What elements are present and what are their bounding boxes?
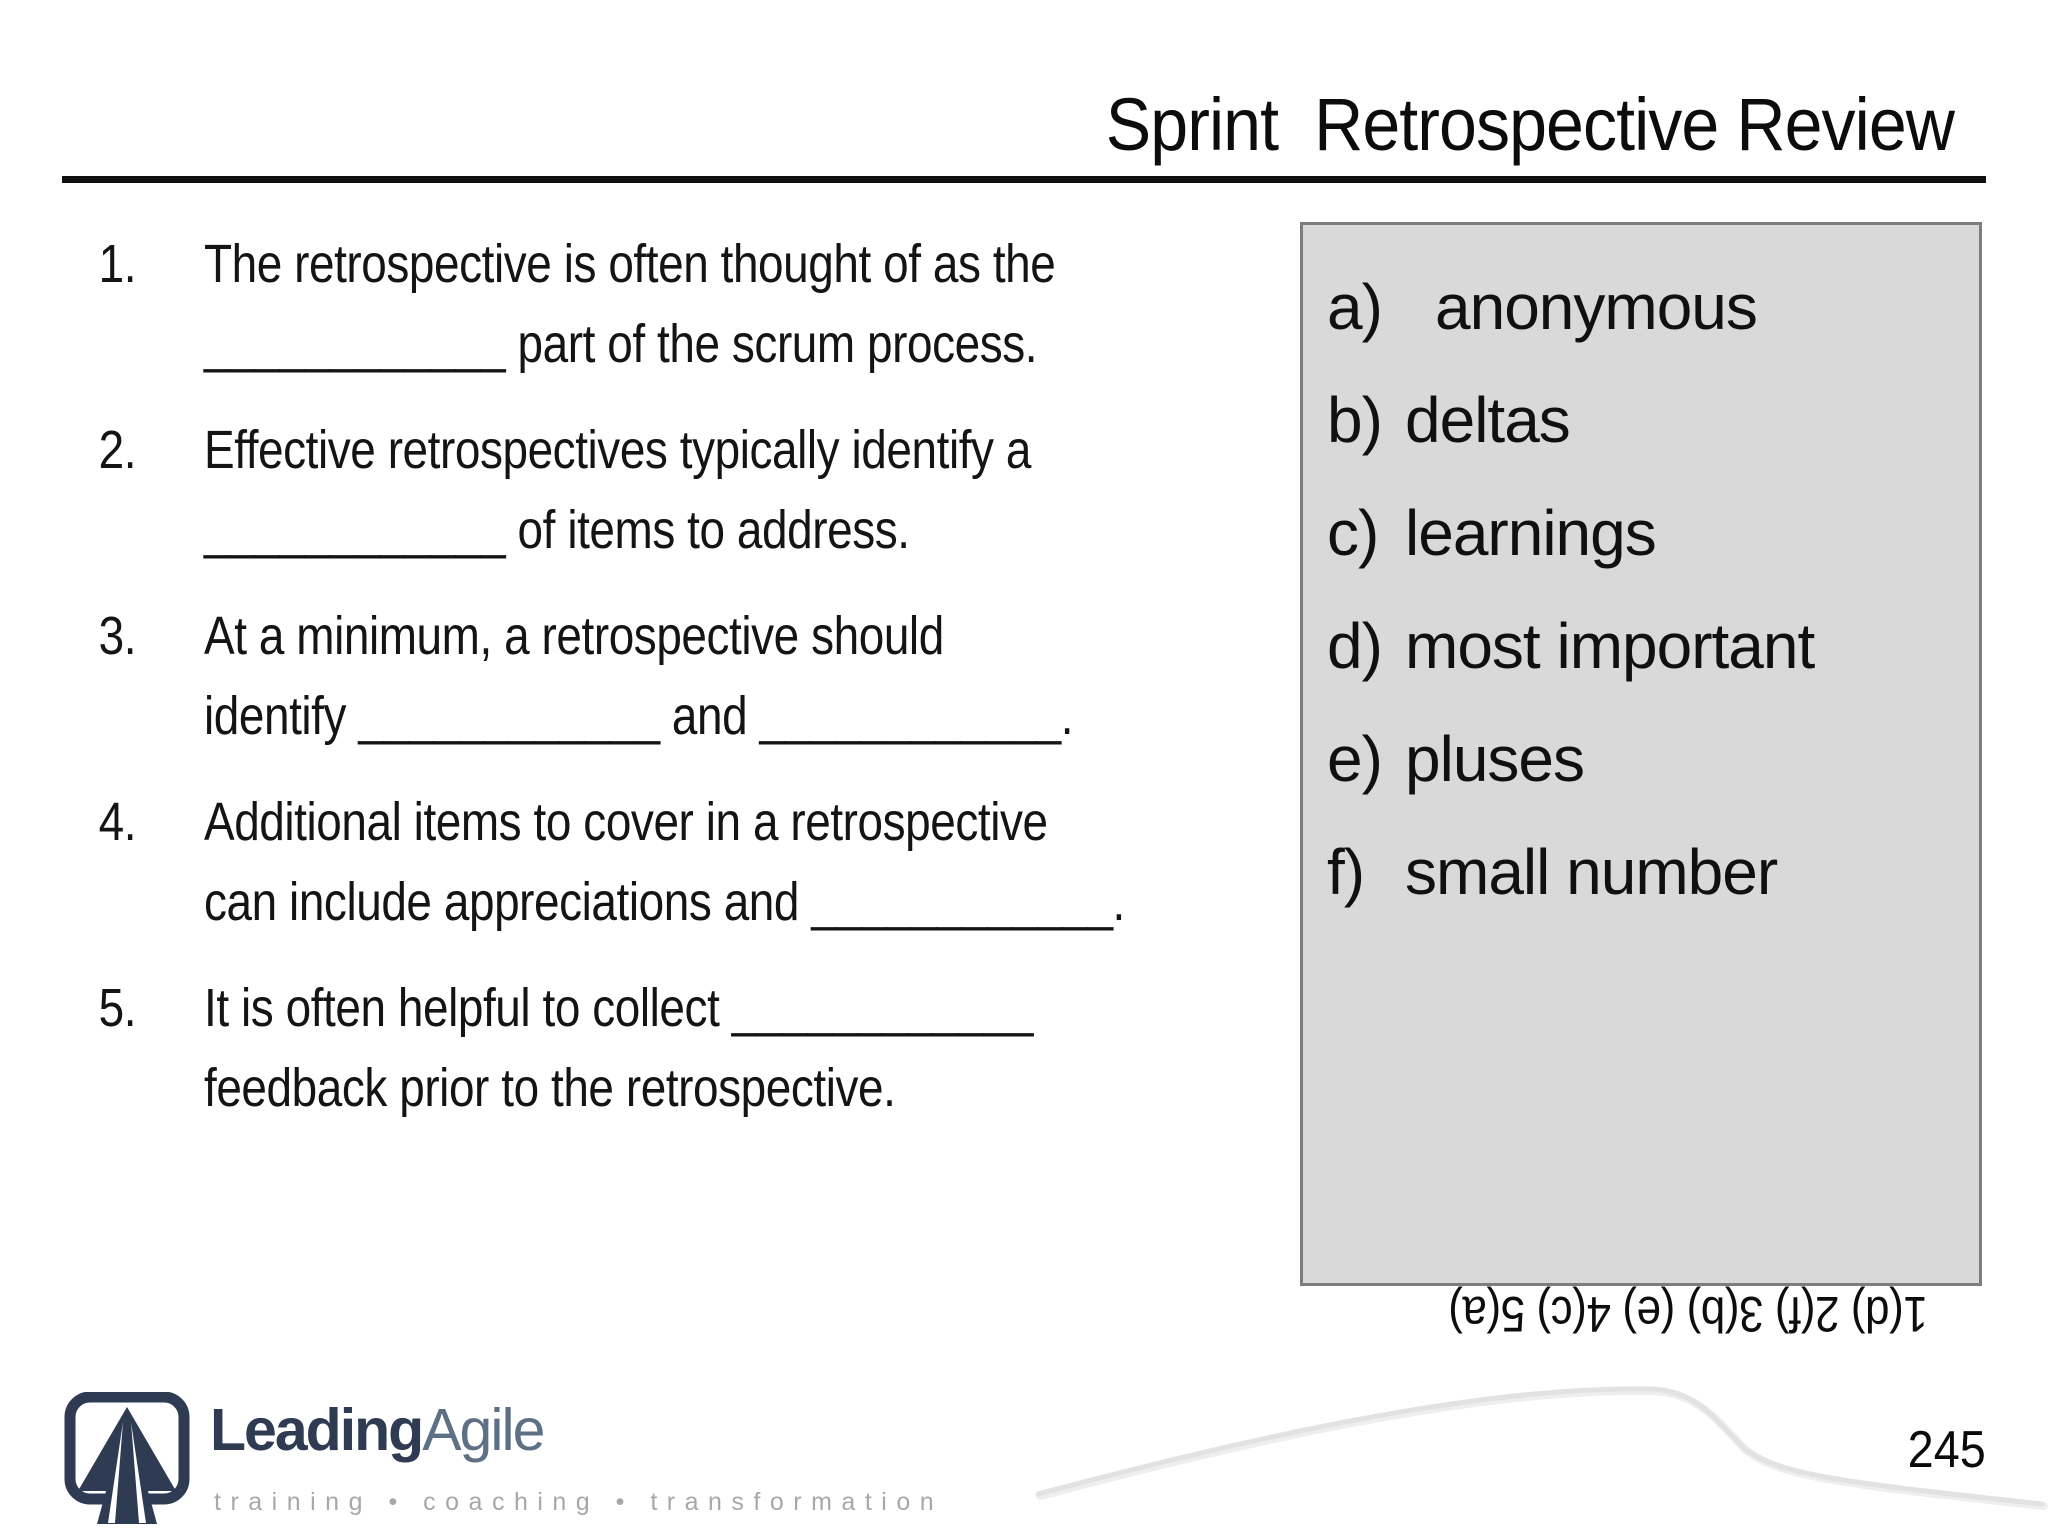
- option-a: a) anonymous: [1327, 251, 1969, 364]
- option-label: a): [1327, 271, 1383, 343]
- question-item-4: 4. Additional items to cover in a retros…: [85, 782, 1241, 942]
- option-b: b) deltas: [1327, 364, 1969, 477]
- question-text: At a minimum, a retrospective should ide…: [204, 606, 1074, 746]
- question-number: 4.: [98, 792, 137, 852]
- option-d: d) most important: [1327, 590, 1969, 703]
- brand-name-agile: Agile: [422, 1397, 545, 1463]
- question-number: 3.: [98, 606, 137, 666]
- option-e: e) pluses: [1327, 703, 1969, 816]
- leadingagile-logo-icon: [64, 1392, 190, 1524]
- question-item-3: 3. At a minimum, a retrospective should …: [85, 596, 1241, 756]
- option-text: deltas: [1405, 384, 1571, 456]
- slide-title: Sprint Retrospective Review: [1105, 83, 1955, 166]
- option-text: small number: [1405, 836, 1778, 908]
- question-text: The retrospective is often thought of as…: [204, 234, 1056, 374]
- option-text: anonymous: [1435, 271, 1758, 343]
- question-number: 2.: [98, 420, 137, 480]
- option-label: d): [1327, 610, 1383, 682]
- option-label: c): [1327, 497, 1379, 569]
- option-text: learnings: [1405, 497, 1657, 569]
- question-item-1: 1. The retrospective is often thought of…: [85, 224, 1241, 384]
- question-number: 1.: [98, 234, 137, 294]
- question-text: Effective retrospectives typically ident…: [204, 420, 1032, 560]
- option-c: c) learnings: [1327, 477, 1969, 590]
- question-list: 1. The retrospective is often thought of…: [85, 224, 1241, 1154]
- brand-tagline: training • coaching • transformation: [214, 1488, 944, 1516]
- question-text: Additional items to cover in a retrospec…: [204, 792, 1125, 932]
- page-number: 245: [1907, 1421, 1986, 1479]
- answer-key-upside-down: 1(d) 2(f) 3(b) (e) 4(c) 5(a): [1448, 1286, 1928, 1342]
- option-text: most important: [1405, 610, 1815, 682]
- question-item-2: 2. Effective retrospectives typically id…: [85, 410, 1241, 570]
- option-f: f) small number: [1327, 816, 1969, 929]
- question-item-5: 5. It is often helpful to collect ______…: [85, 968, 1241, 1128]
- option-text: pluses: [1405, 723, 1585, 795]
- brand-name: LeadingAgile: [210, 1397, 545, 1463]
- answer-options-box: a) anonymous b) deltas c) learnings d) m…: [1300, 222, 1982, 1286]
- option-label: b): [1327, 384, 1383, 456]
- title-divider-line: [62, 176, 1986, 183]
- brand-name-leading: Leading: [210, 1397, 424, 1463]
- swoosh-decoration: [1035, 1386, 2048, 1510]
- option-label: f): [1327, 836, 1365, 908]
- question-text: It is often helpful to collect _________…: [204, 978, 1033, 1118]
- option-label: e): [1327, 723, 1383, 795]
- question-number: 5.: [98, 978, 137, 1038]
